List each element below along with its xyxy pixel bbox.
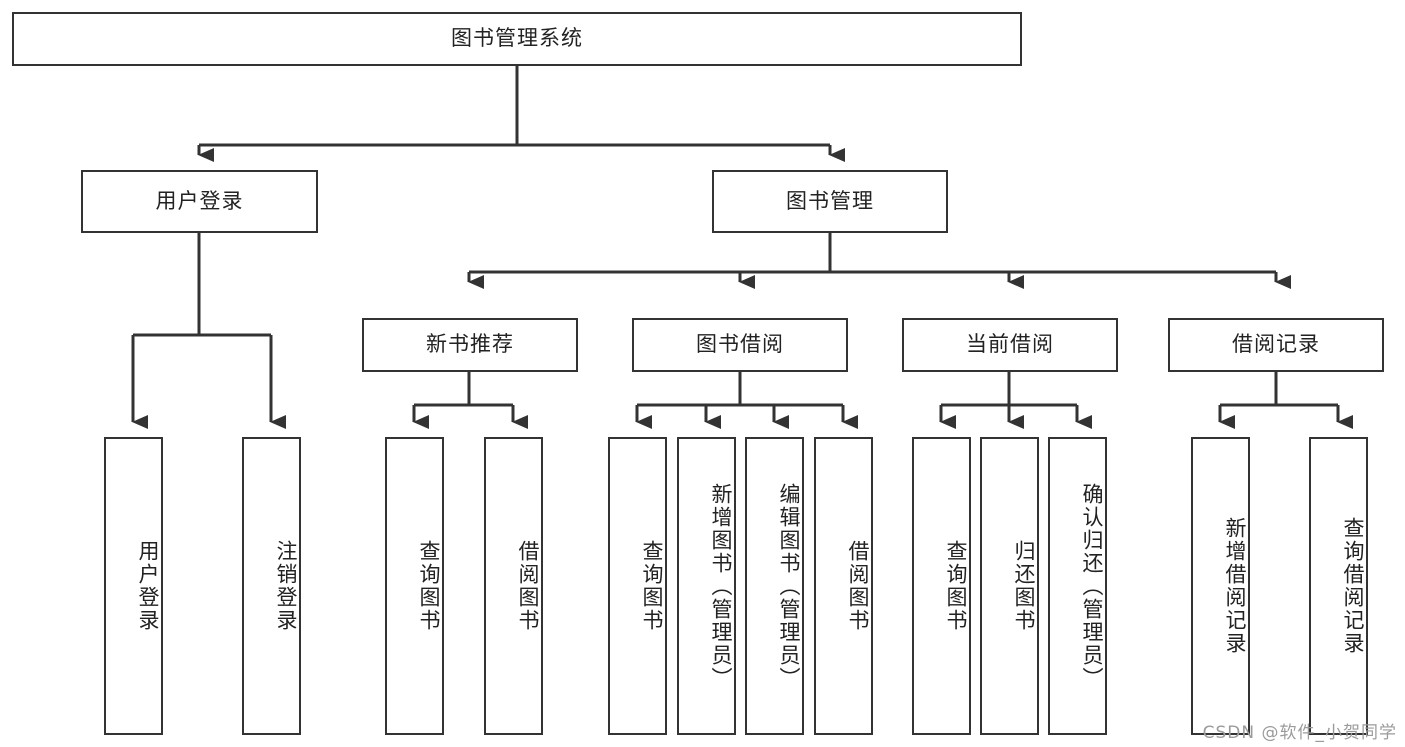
leaf-borrow-edit-book-admin[interactable]: 编辑图书（管理员） bbox=[745, 437, 804, 735]
node-label: 新增借阅记录 bbox=[1223, 517, 1247, 655]
node-label: 图书管理系统 bbox=[451, 26, 583, 51]
leaf-current-return-book[interactable]: 归还图书 bbox=[980, 437, 1039, 735]
node-label: 借阅图书 bbox=[516, 540, 540, 632]
leaf-current-query-book[interactable]: 查询图书 bbox=[912, 437, 971, 735]
node-label: 图书借阅 bbox=[696, 332, 784, 357]
leaf-current-confirm-return-admin[interactable]: 确认归还（管理员） bbox=[1048, 437, 1107, 735]
leaf-user-login-signout[interactable]: 注销登录 bbox=[242, 437, 301, 735]
node-book-borrow[interactable]: 图书借阅 bbox=[632, 318, 848, 372]
node-label: 借阅记录 bbox=[1232, 332, 1320, 357]
node-label: 借阅图书 bbox=[846, 540, 870, 632]
leaf-borrow-add-book-admin[interactable]: 新增图书（管理员） bbox=[677, 437, 736, 735]
csdn-watermark: CSDN @软件_小贺同学 bbox=[1202, 723, 1397, 743]
node-label: 新书推荐 bbox=[426, 332, 514, 357]
node-label: 归还图书 bbox=[1012, 540, 1036, 632]
node-label: 注销登录 bbox=[274, 540, 298, 632]
node-label: 查询图书 bbox=[417, 540, 441, 632]
node-user-login[interactable]: 用户登录 bbox=[81, 170, 318, 233]
node-book-management[interactable]: 图书管理 bbox=[712, 170, 948, 233]
leaf-borrow-query-book[interactable]: 查询图书 bbox=[608, 437, 667, 735]
node-root-system[interactable]: 图书管理系统 bbox=[12, 12, 1022, 66]
leaf-borrow-borrow-book[interactable]: 借阅图书 bbox=[814, 437, 873, 735]
node-label: 新增图书（管理员） bbox=[709, 482, 733, 690]
node-label: 查询借阅记录 bbox=[1341, 517, 1365, 655]
node-borrow-record[interactable]: 借阅记录 bbox=[1168, 318, 1384, 372]
leaf-record-query-record[interactable]: 查询借阅记录 bbox=[1309, 437, 1368, 735]
node-label: 当前借阅 bbox=[966, 332, 1054, 357]
node-current-borrow[interactable]: 当前借阅 bbox=[902, 318, 1118, 372]
node-label: 确认归还（管理员） bbox=[1080, 482, 1104, 690]
leaf-record-add-record[interactable]: 新增借阅记录 bbox=[1191, 437, 1250, 735]
node-label: 图书管理 bbox=[786, 188, 874, 213]
leaf-recommend-query-book[interactable]: 查询图书 bbox=[385, 437, 444, 735]
node-label: 用户登录 bbox=[155, 188, 244, 213]
node-label: 用户登录 bbox=[136, 540, 160, 632]
node-label: 查询图书 bbox=[944, 540, 968, 632]
leaf-recommend-borrow-book[interactable]: 借阅图书 bbox=[484, 437, 543, 735]
node-label: 查询图书 bbox=[640, 540, 664, 632]
node-label: 编辑图书（管理员） bbox=[777, 482, 801, 690]
leaf-user-login-signin[interactable]: 用户登录 bbox=[104, 437, 163, 735]
node-new-book-recommend[interactable]: 新书推荐 bbox=[362, 318, 578, 372]
